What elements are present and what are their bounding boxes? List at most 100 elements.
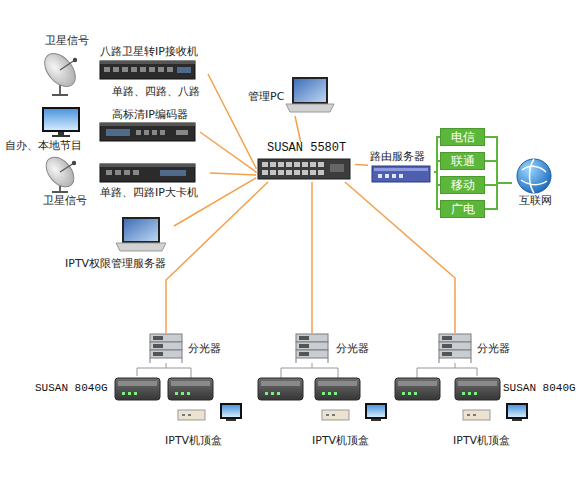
node-label: SUSAN 5580T [267,142,346,155]
rack-device [100,123,195,141]
local-program-tv: 自办、本地节目 [3,105,93,155]
set-top-box: IPTV机顶盒 [310,402,390,448]
onu-top [318,381,357,386]
fiber-drop-wires [166,363,455,378]
tv-screen [367,405,385,417]
onu-top [261,381,300,386]
router-device [372,166,430,182]
router-body [372,166,430,182]
core-switch: SUSAN 5580T [255,142,355,182]
optical-splitter: 分光器 [148,333,220,363]
laptop-lid [292,77,328,104]
tv-frame [220,403,242,419]
satellite-dish-icon [41,152,80,192]
laptop-screen [294,79,326,102]
onu-device: SUSAN 8040G [35,376,163,402]
tv-base [512,419,522,421]
node-label: 分光器 [477,342,510,355]
node-label: 单路、四路、八路 [112,85,200,98]
switch-device [258,159,350,179]
optical-splitter: 分光器 [296,333,368,363]
onu-leds [265,392,280,395]
onu-leds [122,392,137,395]
device-body [100,123,195,141]
node-label: 卫星信号 [45,34,89,47]
onu-top [171,381,210,386]
device-ports [104,67,173,72]
node-label: 分光器 [188,342,221,355]
device-display [106,129,130,136]
node-label: IPTV机顶盒 [165,434,222,447]
satellite-receiver: 八路卫星转IP接收机单路、四路、八路 [98,45,208,100]
tv-screen [222,405,240,417]
switch-panel [330,164,344,172]
onu-leds [462,392,477,395]
onu-leds [322,392,337,395]
network-link [137,363,166,376]
laptop-base [286,104,334,112]
stb-icon [322,403,387,421]
stb-buttons [182,414,191,416]
network-link [200,132,256,172]
onu-leds [402,392,417,395]
onu-device-icon [115,378,160,400]
node-label: 管理PC [248,90,284,103]
node-label: 联通 [441,153,484,169]
onu-body [168,378,213,400]
onu-top [398,381,437,386]
dish-base [52,94,68,96]
device-top [100,164,195,167]
device-display [160,170,186,176]
network-link [485,183,512,209]
globe-sphere [517,159,551,193]
splitter-device [296,334,328,358]
tv-base [371,419,381,421]
onu-device-icon [258,378,303,400]
onu-leds [175,392,190,395]
device-display [177,67,191,73]
network-link [166,182,268,333]
dish-feed [72,161,76,165]
node-label: IPTV机顶盒 [453,434,510,447]
node-label: 自办、本地节目 [5,139,82,152]
node-label: 路由服务器 [370,150,425,163]
network-link [311,182,313,333]
stb-buttons [326,414,335,416]
tv-frame [506,403,528,419]
node-label: 互联网 [519,194,552,207]
network-link [174,178,256,226]
onu-top [118,381,157,386]
isp-box: 移动 [440,176,485,194]
router-ports [378,174,403,178]
onu-body [315,378,360,400]
network-link [485,161,512,183]
device-top [100,123,195,126]
satellite-dish: 卫星信号 [40,158,95,208]
globe-lines [521,159,547,193]
network-link [210,173,256,175]
satellite-dish-icon [39,48,82,95]
laptop-icon [116,217,166,251]
node-label: IPTV权限管理服务器 [65,257,166,270]
stb-body [463,410,490,420]
internet-globe: 互联网 [512,156,558,210]
splitter-edges [150,358,471,363]
onu-device-icon [455,378,500,400]
device-buttons [136,130,188,135]
tv-screen [508,405,526,417]
onu-body [395,378,440,400]
device-ports [106,170,139,175]
device-top [100,61,195,64]
globe-icon [517,159,551,193]
onu-device-icon [395,378,440,400]
tv-stand [58,132,64,135]
dish-reflector [41,152,80,192]
stb-body [178,410,205,420]
stb-icon [178,403,242,421]
dish-base [52,191,68,193]
ip-card-machine: 单路、四路IP大卡机 [98,162,210,200]
node-label: 广电 [441,201,484,217]
splitter-ports [442,336,452,356]
network-link [295,116,301,142]
